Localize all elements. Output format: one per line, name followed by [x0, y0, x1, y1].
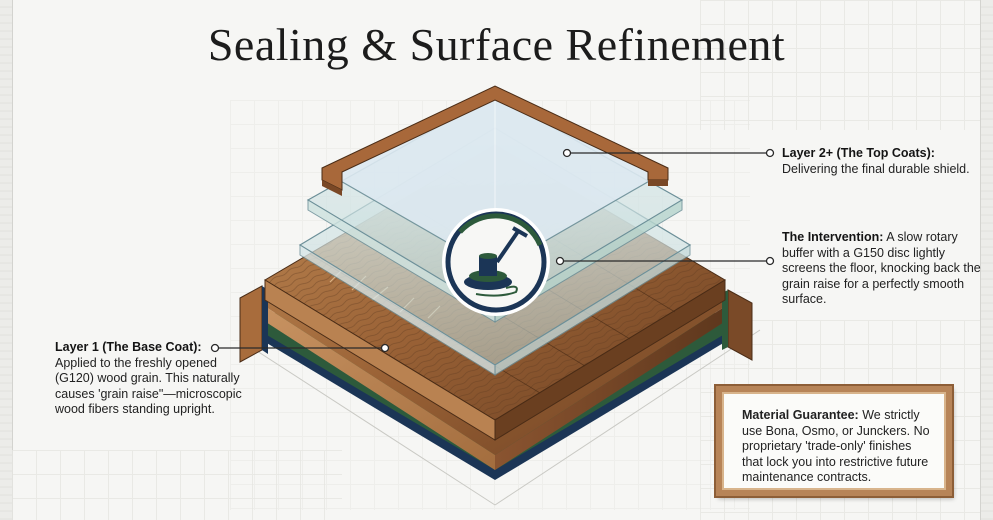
base-coat-marker [380, 343, 390, 353]
leader-lines [215, 152, 770, 349]
callout-base-coat-body: Applied to the freshly opened (G120) woo… [55, 355, 242, 417]
wood-frame-sides [239, 285, 753, 363]
guarantee-heading: Material Guarantee: [742, 408, 859, 422]
callout-intervention: The Intervention: A slow rotary buffer w… [782, 230, 982, 308]
callout-top-coats-heading: Layer 2+ (The Top Coats): [782, 146, 935, 160]
floor-buffer-icon [442, 208, 550, 316]
left-edge-strip [0, 0, 13, 520]
callout-intervention-heading: The Intervention: [782, 230, 884, 244]
callout-intervention-body: A slow rotary buffer with a G150 disc li… [782, 230, 981, 306]
page-title: Sealing & Surface Refinement [207, 19, 786, 70]
callout-top-coats-body: Delivering the final durable shield. [782, 161, 970, 176]
guarantee-body: We strictly use Bona, Osmo, or Junckers.… [742, 408, 930, 484]
callout-base-coat: Layer 1 (The Base Coat): Applied to the … [55, 340, 245, 418]
material-guarantee-box: Material Guarantee: We strictly use Bona… [714, 384, 954, 498]
leader-endpoints [210, 148, 775, 353]
right-edge-strip [980, 0, 993, 520]
intervention-marker [555, 256, 565, 266]
top-coats-marker [562, 148, 572, 158]
top-wood-frame [321, 85, 669, 196]
callout-top-coats: Layer 2+ (The Top Coats): Delivering the… [782, 146, 972, 177]
perspective-guide-lines [239, 329, 761, 506]
callout-base-coat-heading: Layer 1 (The Base Coat): [55, 340, 202, 354]
